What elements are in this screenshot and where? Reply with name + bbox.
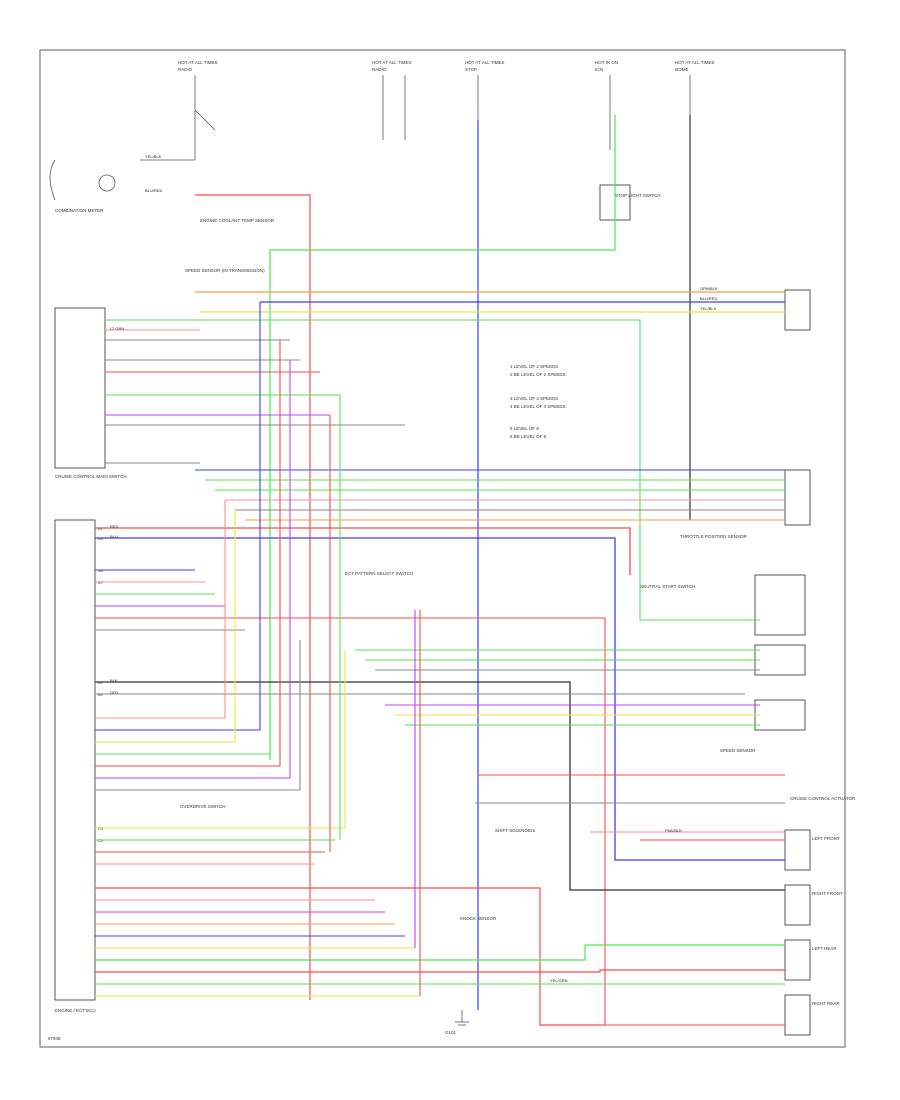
rc-label-3: LEFT REAR [812,946,837,951]
fuse-sublabel-5: DOME [675,67,689,72]
legend-line-3: 3 LEVEL OF 4 SPEEDS [510,396,558,401]
rc-2 [784,884,811,926]
center-legend: 1 LEVEL OF 2 SPEEDS 2 BE LEVEL OF 2 SPEE… [510,364,566,439]
svg-text:A6: A6 [98,568,104,573]
svg-text:GRY: GRY [110,690,119,695]
riser-7 [95,640,301,791]
riser-1 [95,500,226,719]
fuse-label-3: HOT AT ALL TIMES [465,60,505,65]
label-neutral: NEUTRAL START SWITCH [640,584,695,589]
riser-2 [95,302,261,731]
low-w5 [95,887,605,1026]
legend-line-1: 1 LEVEL OF 2 SPEEDS [510,364,558,369]
svg-text:B2: B2 [98,692,104,697]
low-w11 [95,944,785,961]
rc-1 [784,829,811,871]
knock-sensor-box [754,644,806,676]
ground-symbol [455,1010,469,1026]
left-connector-top [54,307,106,469]
fuse-sublabel-4: IGN [595,67,603,72]
tps-box [784,469,811,526]
label-ground: G101 [445,1030,457,1035]
label-cruise-switch: CRUISE CONTROL MAIN SWITCH [55,474,127,479]
fuse-label-2: HOT AT ALL TIMES [372,60,412,65]
low-w12 [95,969,785,973]
rc-label-2: RIGHT FRONT [812,891,843,896]
ecu-blue-1 [95,537,785,861]
riser-3 [95,510,236,743]
legend-line-6: 6 BE LEVEL OF 6 [510,434,547,439]
wire-red-main [195,194,311,1000]
ecu-connector [54,519,96,1001]
svg-text:A1: A1 [98,526,104,531]
pin-numbers: A1 A2 A6 A7 B1 B2 C1 C2 [98,526,104,843]
label-tps: THROTTLE POSITION SENSOR [680,534,748,539]
label-stop-light: STOP LIGHT SWITCH [615,193,661,198]
svg-text:BLU/RED: BLU/RED [700,296,717,301]
ecu-red-1 [95,527,631,575]
fuse-sublabel-1: RADIO [178,67,193,72]
svg-text:BLU/RED: BLU/RED [145,188,162,193]
diagram-border [39,49,846,1048]
svg-text:RED: RED [110,524,119,529]
fuse-label-4: HOT IN ON [595,60,618,65]
legend-line-4: 4 BE LEVEL OF 4 SPEEDS [510,404,566,409]
fuse-label-5: HOT AT ALL TIMES [675,60,715,65]
speed-sensor-box [754,699,806,731]
svg-text:YEL/GRN: YEL/GRN [550,978,568,983]
wire-green-top [269,115,616,760]
rc-3 [784,939,811,981]
label-pattern-select: ECT PATTERN SELECT SWITCH [345,571,413,576]
legend-line-2: 2 BE LEVEL OF 2 SPEEDS [510,372,566,377]
label-speed-trans: SPEED SENSOR (IN TRANSMISSION) [185,268,265,273]
ect-pattern-box [784,289,811,331]
ecu-red-2 [95,617,785,1026]
svg-text:YEL/BLK: YEL/BLK [700,306,717,311]
riser-5 [95,340,281,767]
rc-4 [784,994,811,1036]
combination-meter-label: COMBINATION METER [55,208,104,213]
riser-6 [95,360,291,779]
svg-text:C2: C2 [98,838,104,843]
label-ecu: ENGINE / ECT ECU [55,1008,96,1013]
svg-text:A2: A2 [98,536,104,541]
rc-label-1: LEFT FRONT [812,836,840,841]
svg-text:YEL/BLK: YEL/BLK [145,154,162,159]
label-coolant-sensor: ENGINE COOLANT TEMP SENSOR [200,218,275,223]
combination-meter: COMBINATION METER [49,159,116,213]
svg-text:PNK/BLK: PNK/BLK [665,828,682,833]
fuse-sublabel-2: RADIO [372,67,387,72]
ecu-black [95,681,785,891]
label-overdrive: OVERDRIVE SWITCH [180,804,226,809]
label-speed-sensor: SPEED SENSOR [720,748,756,753]
svg-text:BLK: BLK [110,678,118,683]
svg-text:LT GRN: LT GRN [110,326,124,331]
rc-label-4: RIGHT REAR [812,1001,840,1006]
footer-code: 97946 [48,1036,61,1041]
neutral-switch-box [754,574,806,636]
fuse-drops [140,75,691,161]
svg-text:B1: B1 [98,680,104,685]
svg-text:C1: C1 [98,826,104,831]
svg-text:BLU: BLU [110,534,118,539]
wire-tags: YEL/BLK BLU/RED ORN/BLK BLU/RED YEL/BLK … [110,154,718,983]
fuse-label-1: HOT AT ALL TIMES [178,60,218,65]
svg-text:A7: A7 [98,580,104,585]
svg-text:ORN/BLK: ORN/BLK [700,286,718,291]
label-shift-sol: SHIFT SOLENOIDS [495,828,535,833]
fuse-labels: HOT AT ALL TIMES RADIO HOT AT ALL TIMES … [178,60,715,72]
label-actuator: CRUISE CONTROL ACTUATOR [790,796,856,801]
legend-line-5: 5 LEVEL OF 6 [510,426,539,431]
fuse-sublabel-3: STOP [465,67,477,72]
